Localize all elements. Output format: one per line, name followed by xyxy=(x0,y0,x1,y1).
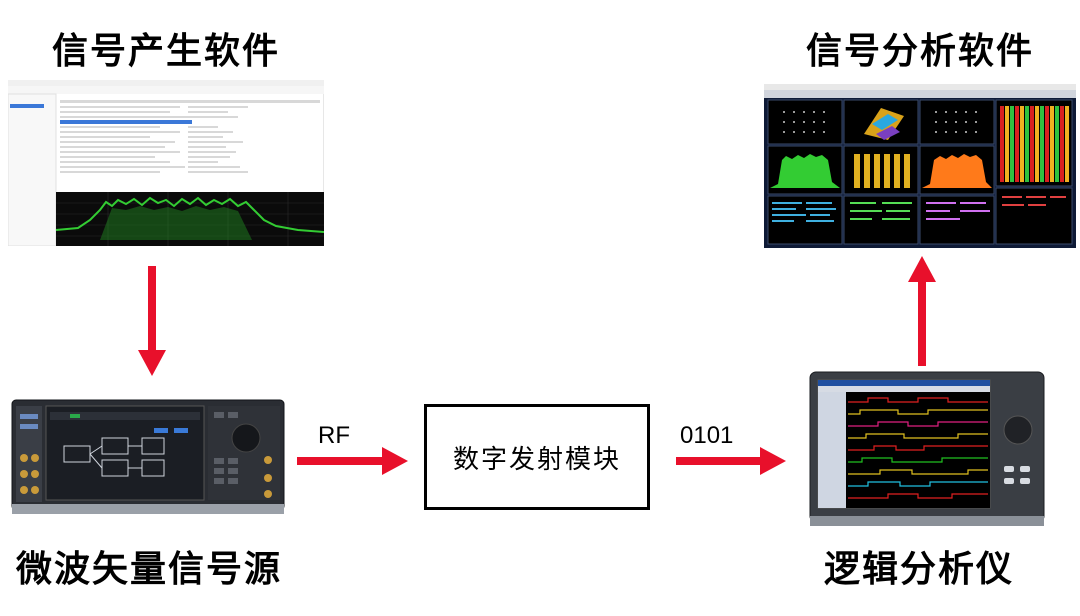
vector-signal-source-label: 微波矢量信号源 xyxy=(16,549,283,590)
arrow-head xyxy=(138,350,166,376)
signal-analysis-software-label: 信号分析软件 xyxy=(806,31,1035,72)
rf-label: RF xyxy=(318,422,350,449)
signal-gen-software-screenshot xyxy=(8,80,324,246)
arrow-source-to-module xyxy=(297,447,408,475)
signal-analysis-software-screenshot xyxy=(764,84,1076,248)
digital-transmit-module-label: 数字发射模块 xyxy=(452,444,621,475)
arrow-shaft xyxy=(676,457,761,465)
arrow-shaft xyxy=(918,281,926,366)
arrow-head xyxy=(760,447,786,475)
arrow-analyzer-to-software xyxy=(908,256,936,366)
logic-analyzer-label: 逻辑分析仪 xyxy=(824,549,1015,590)
arrow-module-to-analyzer xyxy=(676,447,786,475)
arrow-shaft xyxy=(297,457,383,465)
vector-signal-source-instrument xyxy=(11,399,285,514)
digital-data-label: 0101 xyxy=(680,422,734,449)
arrow-shaft xyxy=(148,266,156,351)
digital-transmit-module: 数字发射模块 xyxy=(424,404,650,510)
signal-gen-software-label: 信号产生软件 xyxy=(52,31,281,72)
arrow-head xyxy=(382,447,408,475)
arrow-head xyxy=(908,256,936,282)
logic-analyzer-instrument xyxy=(809,371,1045,526)
arrow-software-to-source xyxy=(138,266,166,376)
